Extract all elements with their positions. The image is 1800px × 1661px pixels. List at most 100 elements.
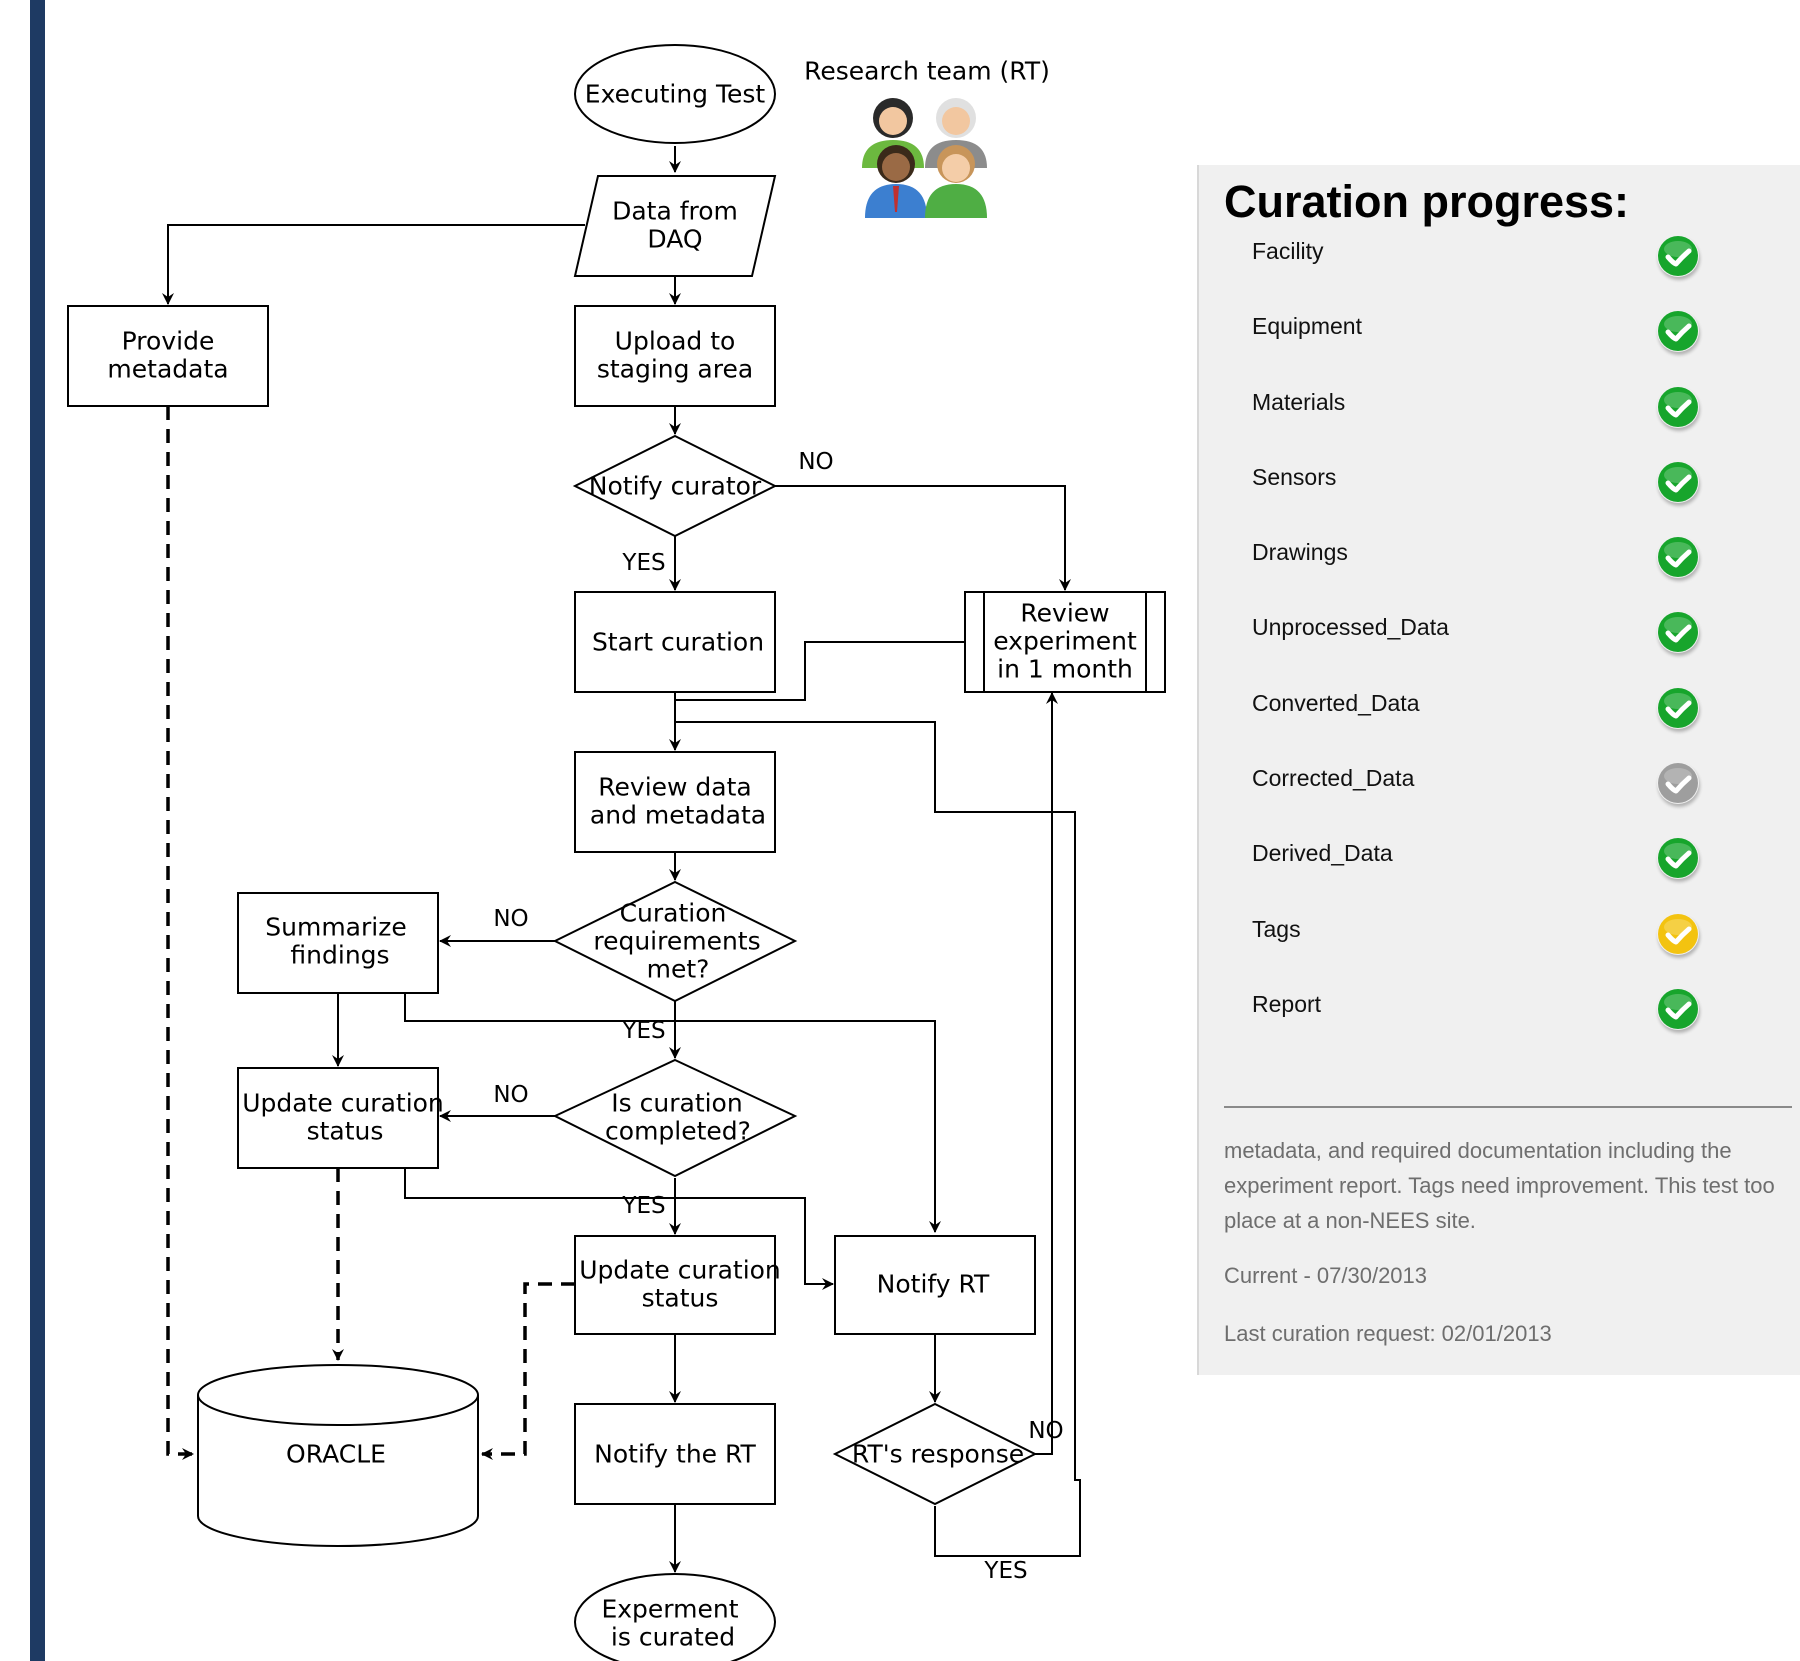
svg-text:Data from: Data from — [612, 197, 738, 226]
progress-item-label: Sensors — [1252, 463, 1337, 490]
status-check-icon — [1657, 988, 1699, 1030]
progress-item-label: Converted_Data — [1252, 689, 1420, 716]
svg-text:RT's response: RT's response — [852, 1440, 1024, 1469]
svg-text:is curated: is curated — [611, 1623, 735, 1652]
node-notify-curator: Notify curator — [572, 434, 778, 538]
flowchart-connectors — [162, 146, 1081, 1573]
edge-label-yes: YES — [983, 1558, 1027, 1584]
progress-item: Facility — [1252, 235, 1772, 312]
progress-item: Converted_Data — [1252, 687, 1772, 764]
svg-text:requirements: requirements — [593, 927, 760, 956]
node-executing-test: Executing Test — [574, 44, 776, 144]
svg-text:Notify the RT: Notify the RT — [594, 1440, 756, 1469]
svg-text:Notify RT: Notify RT — [877, 1270, 990, 1299]
node-is-curation-completed: Is curation completed? — [552, 1058, 798, 1178]
page-side-bar — [30, 0, 45, 1661]
progress-item-label: Drawings — [1252, 539, 1348, 566]
research-team-people-icon — [862, 98, 987, 218]
svg-text:findings: findings — [290, 941, 389, 970]
progress-item: Materials — [1252, 386, 1772, 463]
status-check-icon — [1657, 762, 1699, 804]
edge-label-yes: YES — [621, 550, 665, 576]
svg-text:ORACLE: ORACLE — [286, 1440, 386, 1469]
svg-text:in 1 month: in 1 month — [997, 655, 1133, 684]
status-check-icon — [1657, 461, 1699, 503]
node-experiment-curated: Experment is curated — [574, 1573, 776, 1661]
svg-text:Update curation: Update curation — [242, 1089, 444, 1118]
node-notify-rt: Notify RT — [834, 1235, 1036, 1335]
divider — [1224, 1106, 1792, 1108]
status-check-icon — [1657, 235, 1699, 277]
progress-item-label: Equipment — [1252, 313, 1362, 340]
svg-text:staging area: staging area — [597, 355, 753, 384]
status-check-icon — [1657, 386, 1699, 428]
svg-text:Is curation: Is curation — [611, 1089, 742, 1118]
status-check-icon — [1657, 310, 1699, 352]
progress-item: Sensors — [1252, 461, 1772, 538]
progress-item-label: Report — [1252, 990, 1322, 1017]
svg-text:metadata: metadata — [107, 355, 228, 384]
node-review-data: Review data and metadata — [574, 751, 776, 853]
svg-text:Executing Test: Executing Test — [585, 80, 766, 109]
svg-text:Review data: Review data — [598, 773, 751, 802]
edge-label-yes: YES — [621, 1018, 665, 1044]
curation-summary: metadata, and required documentation inc… — [1224, 1138, 1775, 1233]
progress-item-label: Derived_Data — [1252, 840, 1393, 867]
svg-text:status: status — [642, 1284, 719, 1313]
svg-text:Summarize: Summarize — [265, 913, 406, 942]
svg-text:DAQ: DAQ — [647, 225, 702, 254]
progress-item: Derived_Data — [1252, 837, 1772, 914]
status-check-icon — [1657, 536, 1699, 578]
node-curation-requirements: Curation requirements met? — [552, 880, 798, 1003]
progress-item-label: Unprocessed_Data — [1252, 614, 1449, 641]
edge-label-no: NO — [493, 1082, 528, 1108]
node-data-from-daq: Data from DAQ — [573, 175, 777, 277]
edge-label-no: NO — [798, 449, 833, 475]
status-check-icon — [1657, 837, 1699, 879]
progress-item-label: Tags — [1252, 915, 1301, 942]
curation-flowchart: Executing Test Data from DAQ Provide met… — [67, 44, 1166, 1661]
status-check-icon — [1657, 913, 1699, 955]
svg-text:experiment: experiment — [993, 627, 1137, 656]
node-start-curation: Start curation — [574, 591, 776, 693]
svg-text:and metadata: and metadata — [590, 801, 766, 830]
svg-text:Upload to: Upload to — [615, 327, 736, 356]
last-curation-request: Last curation request: 02/01/2013 — [1224, 1321, 1552, 1346]
node-provide-metadata: Provide metadata — [67, 305, 269, 407]
node-update-status-left: Update curation status — [237, 1067, 444, 1169]
node-upload-staging: Upload to staging area — [574, 305, 776, 407]
svg-text:Start curation: Start curation — [592, 628, 764, 657]
current-status-date: Current - 07/30/2013 — [1224, 1263, 1428, 1288]
svg-text:Experment: Experment — [601, 1595, 738, 1624]
progress-item-label: Materials — [1252, 388, 1346, 415]
edge-label-no: NO — [1028, 1418, 1063, 1444]
progress-item: Corrected_Data — [1252, 762, 1772, 839]
svg-text:status: status — [307, 1117, 384, 1146]
progress-item: Unprocessed_Data — [1252, 611, 1772, 688]
svg-text:Curation: Curation — [620, 899, 727, 928]
status-check-icon — [1657, 611, 1699, 653]
svg-text:completed?: completed? — [605, 1117, 751, 1146]
progress-item: Equipment — [1252, 310, 1772, 387]
node-notify-the-rt: Notify the RT — [574, 1403, 776, 1505]
progress-item: Tags — [1252, 913, 1772, 990]
status-check-icon — [1657, 687, 1699, 729]
progress-item: Drawings — [1252, 536, 1772, 613]
svg-text:Update curation: Update curation — [579, 1256, 781, 1285]
node-review-experiment: Review experiment in 1 month — [964, 591, 1166, 693]
svg-text:Notify curator: Notify curator — [589, 472, 762, 501]
node-summarize-findings: Summarize findings — [237, 892, 439, 994]
node-oracle-database: ORACLE — [197, 1364, 479, 1547]
progress-item-label: Corrected_Data — [1252, 765, 1415, 792]
progress-item-label: Facility — [1252, 238, 1324, 264]
node-update-status-center: Update curation status — [574, 1235, 781, 1335]
svg-text:Provide: Provide — [122, 327, 215, 356]
edge-label-no: NO — [493, 906, 528, 932]
edge-labels: NO YES NO YES NO YES NO YES — [493, 449, 1063, 1584]
progress-item: Report — [1252, 988, 1772, 1065]
node-rt-response: RT's response — [832, 1402, 1038, 1506]
svg-text:met?: met? — [647, 955, 710, 984]
research-team-label: Research team (RT) — [804, 57, 1050, 86]
